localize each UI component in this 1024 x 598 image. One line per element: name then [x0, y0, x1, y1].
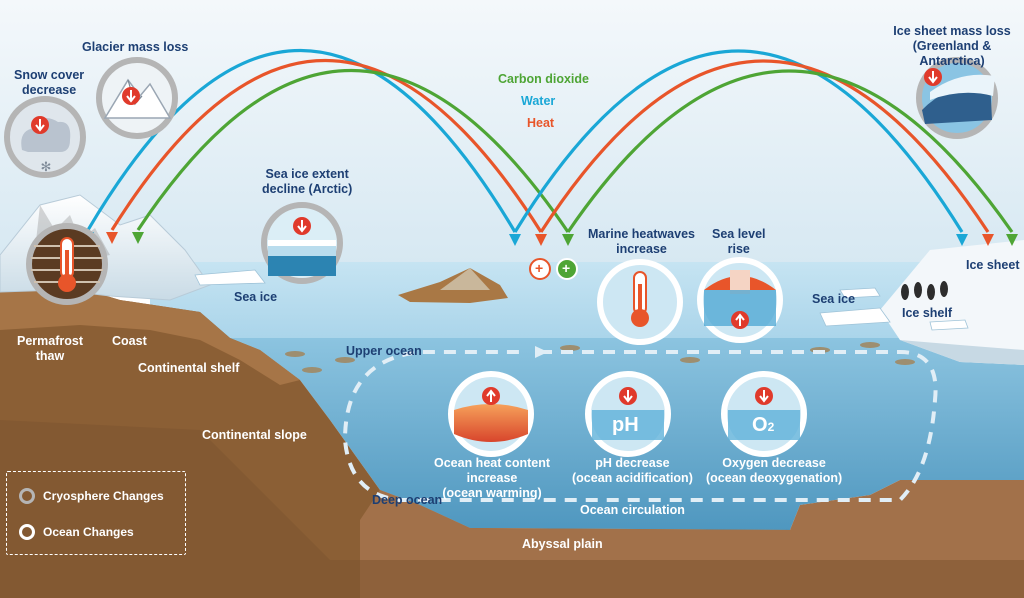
- carbon-flow-label: Carbon dioxide: [498, 72, 589, 86]
- ice-sheet-right: [880, 240, 1024, 365]
- continental-slope-label: Continental slope: [202, 428, 307, 442]
- ph-symbol: pH: [612, 414, 639, 436]
- legend-cryosphere: Cryosphere Changes: [19, 488, 164, 504]
- sea-level-label: Sea level rise: [712, 227, 766, 256]
- legend-cryosphere-label: Cryosphere Changes: [43, 489, 164, 503]
- ice-shelf-label: Ice shelf: [902, 306, 953, 320]
- plus-carbon-circle: [556, 258, 578, 280]
- oxygen-down-arrow-icon: [755, 387, 773, 405]
- sea-ice-right-label: Sea ice: [812, 292, 856, 306]
- ice-sheet-shadow: [900, 340, 1024, 365]
- deep-land: [0, 420, 1024, 598]
- water-flow-label: Water: [521, 94, 556, 108]
- water-arc-left: [86, 49, 517, 233]
- sea-ice-decline-label: Sea ice extent decline (Arctic): [262, 167, 353, 196]
- flow-arcs-left: [86, 49, 570, 233]
- snow-down-arrow-icon: [31, 116, 49, 134]
- permafrost-label: Permafrost thaw: [17, 334, 83, 363]
- ocean-circle-heatwaves: [597, 259, 683, 345]
- ocean-circle-heat-content: [448, 371, 534, 457]
- heat-arc-right: [539, 59, 990, 233]
- carbon-arc-left: [136, 68, 570, 233]
- sea-ice-floe-right-2: [839, 287, 881, 299]
- ocean-circle-oxygen: [721, 371, 807, 457]
- svg-text:✻: ✻: [41, 160, 52, 175]
- ice-sheet-loss-label: Ice sheet mass loss (Greenland & Antarct…: [893, 24, 1011, 68]
- coast-label: Coast: [112, 334, 147, 348]
- cryosphere-ring-icon: [19, 488, 35, 504]
- heat-content-up-arrow-icon: [482, 387, 500, 405]
- ice-sheet-down-arrow-icon: [924, 68, 942, 86]
- marine-heatwaves-label: Marine heatwaves increase: [588, 227, 695, 256]
- ph-down-arrow-icon: [619, 387, 637, 405]
- sea-ice-floe-right-3: [929, 319, 969, 331]
- glacier-label: Glacier mass loss: [82, 40, 189, 54]
- ocean-ring-icon: [19, 524, 35, 540]
- sea-level-up-arrow-icon: [731, 311, 749, 329]
- legend-ocean-label: Ocean Changes: [43, 525, 134, 539]
- cryo-circle-sea-ice: [261, 202, 343, 284]
- permafrost-thermometer-icon: [58, 237, 76, 292]
- legend: Cryosphere Changes Ocean Changes: [6, 471, 186, 555]
- ocean-circulation-loop: [342, 350, 938, 502]
- continental-shelf-label: Continental shelf: [138, 361, 240, 375]
- sea-ice-down-arrow-icon: [293, 217, 311, 235]
- carbon-arc-right: [566, 69, 1014, 233]
- island-hill: [440, 268, 490, 290]
- plus-carbon-symbol: +: [562, 260, 571, 276]
- flow-arcs-right: [513, 49, 1014, 233]
- circulation-arrow: [535, 346, 548, 358]
- continental-shelf-surface: [0, 282, 300, 385]
- snow-label: Snow cover decrease: [14, 68, 85, 97]
- legend-ocean: Ocean Changes: [19, 524, 134, 540]
- ice-sheet-label: Ice sheet: [966, 258, 1020, 272]
- sea-ice-left-label: Sea ice: [234, 290, 278, 304]
- upper-ocean-label: Upper ocean: [346, 344, 422, 358]
- ph-decrease-label: pH decrease (ocean acidification): [572, 456, 693, 485]
- ocean-circle-ph: [585, 371, 671, 457]
- water-arc-right: [513, 49, 964, 233]
- sea-ice-floe-left: [194, 269, 266, 286]
- plus-heat-symbol: +: [535, 260, 544, 276]
- arrow-badges: [31, 68, 942, 405]
- ocean-circulation-label: Ocean circulation: [580, 503, 685, 517]
- ocean-heat-label: Ocean heat content increase (ocean warmi…: [434, 456, 550, 500]
- heat-arc-left: [110, 59, 543, 233]
- glacier-down-arrow-icon: [122, 87, 140, 105]
- cryo-circle-snow: ✻: [4, 96, 86, 178]
- o2-symbol: O2: [752, 414, 775, 436]
- sea-ice-floe-right-1: [819, 307, 891, 327]
- heat-flow-label: Heat: [527, 116, 555, 130]
- penguins: [901, 281, 948, 300]
- plus-heat-circle: [529, 258, 551, 280]
- oxygen-decrease-label: Oxygen decrease (ocean deoxygenation): [706, 456, 843, 485]
- abyssal-plain-label: Abyssal plain: [522, 537, 603, 551]
- deep-ocean-label: Deep ocean: [372, 493, 443, 507]
